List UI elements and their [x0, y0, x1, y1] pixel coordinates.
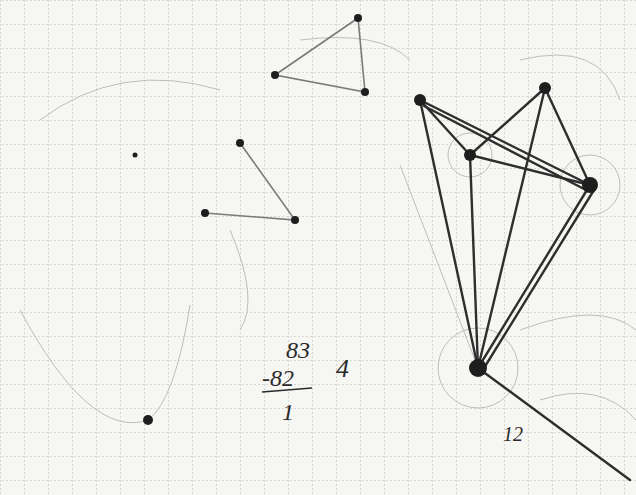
- faint-strokes: [20, 38, 636, 423]
- handwritten-note: -82: [262, 366, 294, 390]
- handwritten-note: 1: [282, 400, 294, 424]
- handwritten-note: 12: [503, 424, 523, 444]
- network-sketch: [420, 88, 630, 480]
- small-triangles: [205, 18, 365, 220]
- handwritten-note: 83: [286, 338, 310, 362]
- handwritten-note: 4: [336, 356, 349, 382]
- vertex-dots: [133, 14, 599, 425]
